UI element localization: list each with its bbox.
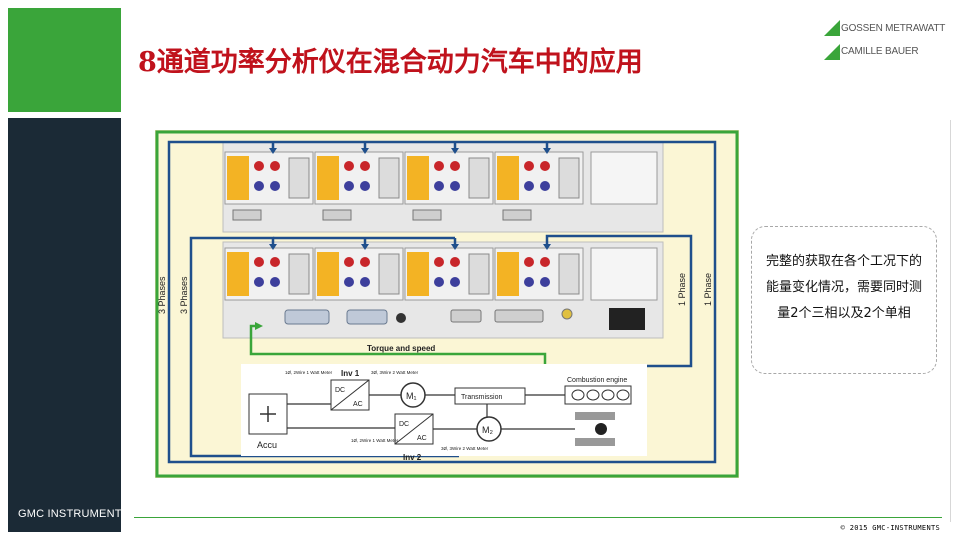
- upper-channel-modules: [224, 151, 658, 221]
- brand-footer: GMC INSTRUMENTS: [18, 508, 130, 520]
- label-motor-1: M₁: [406, 391, 417, 401]
- note-top-left: 1Ø, 2Wire 1 Watt Meter: [285, 370, 333, 375]
- diagram-green-frame: [155, 130, 739, 478]
- description-callout: 完整的获取在各个工况下的能量变化情况，需要同时测量2个三相以及2个单相: [751, 226, 937, 374]
- logo-line-2: CAMILLE BAUER: [841, 46, 919, 57]
- label-inv1-ac: AC: [353, 401, 363, 408]
- wire-arrows: [269, 148, 551, 250]
- label-inv2: Inv 2: [403, 453, 422, 462]
- label-inv1: Inv 1: [341, 369, 360, 378]
- logo-line-1: GOSSEN METRAWATT: [841, 23, 946, 34]
- logo-triangle-icon: [824, 44, 840, 60]
- note-bottom-left: 1Ø, 2Wire 1 Watt Meter: [351, 438, 399, 443]
- label-1-phase-inner: 1 Phase: [677, 273, 687, 306]
- sidebar-panel: [8, 118, 121, 532]
- label-inv2-ac: AC: [417, 435, 427, 442]
- callout-text: 完整的获取在各个工况下的能量变化情况，需要同时测量2个三相以及2个单相: [765, 254, 922, 321]
- label-accu: Accu: [257, 440, 277, 450]
- copyright-text: © 2015 GMC-INSTRUMENTS: [840, 524, 940, 532]
- label-inv2-dc: DC: [399, 421, 409, 428]
- lower-channel-modules: [224, 247, 658, 330]
- label-torque-speed: Torque and speed: [367, 344, 435, 353]
- label-motor-2: M₂: [482, 425, 493, 435]
- diagram-labels: 3 Phases 3 Phases 1 Phase 1 Phase Torque…: [157, 273, 713, 462]
- label-1-phase-outer: 1 Phase: [703, 273, 713, 306]
- note-bottom-right: 3Ø, 3Wire 2 Watt Meter: [441, 446, 489, 451]
- label-inv1-dc: DC: [335, 387, 345, 394]
- label-3-phases-left: 3 Phases: [157, 276, 167, 314]
- logo-triangle-icon: [824, 20, 840, 36]
- wiring-diagram: 3 Phases 3 Phases 1 Phase 1 Phase Torque…: [154, 129, 740, 479]
- combustion-engine-box: [564, 385, 632, 405]
- label-combustion-engine: Combustion engine: [567, 377, 627, 384]
- powertrain-lines: [287, 394, 575, 430]
- note-top-right: 3Ø, 3Wire 2 Watt Meter: [371, 370, 419, 375]
- right-divider: [950, 120, 951, 522]
- transmission-box: [454, 387, 526, 405]
- slide-title: 8通道功率分析仪在混合动力汽车中的应用: [138, 47, 643, 78]
- wiring-diagram-svg: 3 Phases 3 Phases 1 Phase 1 Phase Torque…: [154, 129, 740, 479]
- label-transmission: Transmission: [461, 394, 502, 401]
- label-3-phases-inner: 3 Phases: [179, 276, 189, 314]
- company-logo: GOSSEN METRAWATT CAMILLE BAUER: [824, 18, 954, 64]
- header-accent-block: [8, 8, 121, 112]
- footer-divider: [134, 517, 942, 518]
